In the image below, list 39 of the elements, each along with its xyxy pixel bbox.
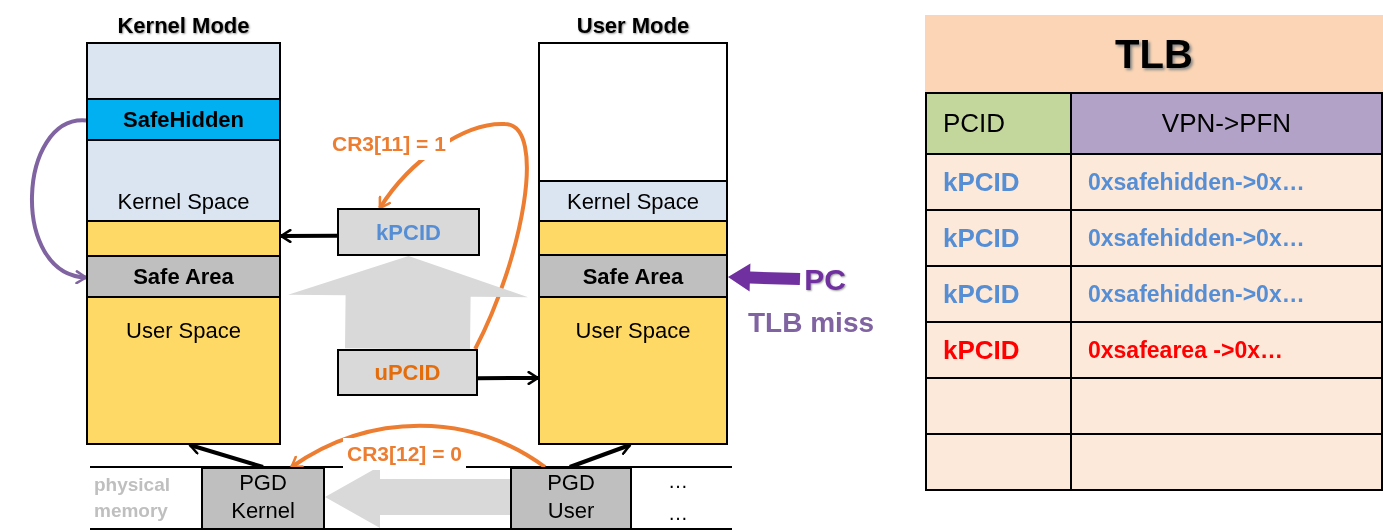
memory-region: User Space [538,298,728,445]
page-table-box: PGD User [510,467,632,530]
table-cell: 0xsafehidden->0x… [1072,155,1381,209]
arrow [478,370,540,386]
register-box: kPCID [337,208,480,256]
register-box: uPCID [337,349,478,396]
table-cell: kPCID [927,323,1070,377]
block-arrow [728,263,801,292]
table-cell: 0xsafehidden->0x… [1072,211,1381,265]
table-title: TLB [925,15,1383,92]
arrow [290,423,547,469]
memory-region: Kernel Space [86,141,281,222]
column-heading: User Mode [575,11,691,40]
memory-region [86,42,281,100]
table-cell: kPCID [927,267,1070,321]
column-header: VPN->PFN [1072,94,1381,153]
arrow [30,118,88,283]
table-cell: 0xsafearea ->0x… [1072,323,1381,377]
table-cell: kPCID [927,155,1070,209]
memory-region: User Space [86,298,281,445]
column-header: PCID [927,94,1070,153]
memory-region: Safe Area [538,256,728,298]
column-heading: Kernel Mode [116,11,251,40]
memory-label: physical memory [94,473,172,523]
arrow [378,122,529,350]
memory-region: Safe Area [86,257,281,298]
memory-region: Kernel Space [538,182,728,222]
ellipsis-text: … [668,501,688,526]
block-arrow [288,256,529,350]
memory-region: SafeHidden [86,100,281,141]
status-label: TLB miss [748,306,875,340]
pc-label: PC [800,258,850,300]
ellipsis-text: … [668,469,688,494]
memory-region [538,222,728,256]
table-cell: 0xsafehidden->0x… [1072,267,1381,321]
page-table-box: PGD Kernel [201,467,325,530]
edge-label: CR3[12] = 0 [343,438,466,470]
table-cell: kPCID [927,211,1070,265]
memory-region [86,222,281,257]
